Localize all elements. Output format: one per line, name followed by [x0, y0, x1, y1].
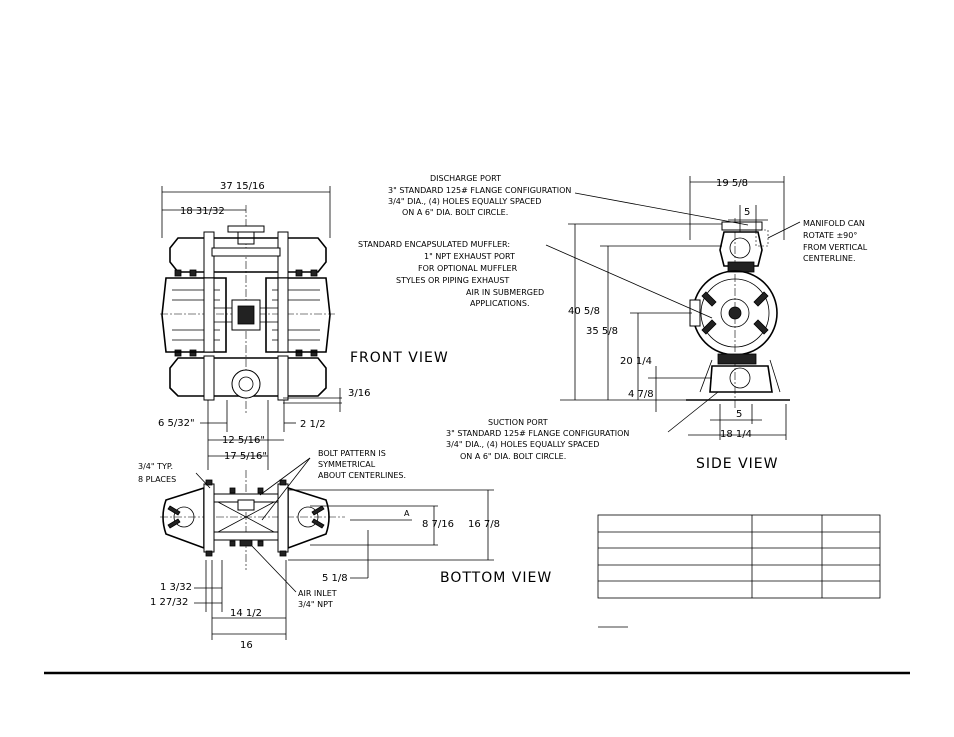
- bottom-view-pump: [160, 470, 345, 570]
- dim-16-7-8: 16 7/8: [468, 519, 500, 530]
- dim-side-bottom-5: 5: [736, 409, 742, 420]
- dimension-table: [597, 514, 881, 599]
- note-suction-line-4: ON A 6" DIA. BOLT CIRCLE.: [460, 452, 566, 461]
- note-discharge-line-1: DISCHARGE PORT: [430, 174, 501, 183]
- note-manifold-line-2: ROTATE ±90°: [803, 231, 857, 240]
- note-manifold-line-1: MANIFOLD CAN: [803, 219, 865, 228]
- dim-12-5-16: 12 5/16": [222, 435, 265, 446]
- dim-40-5-8: 40 5/8: [568, 306, 600, 317]
- front-view-dimensions: [161, 186, 342, 470]
- note-typ-line-2: 8 PLACES: [138, 475, 176, 484]
- note-discharge-line-3: 3/4" DIA., (4) HOLES EQUALLY SPACED: [388, 197, 541, 206]
- dim-8-7-16: 8 7/16: [422, 519, 454, 530]
- dim-6-5-32: 6 5/32": [158, 418, 195, 429]
- dim-overall-width: 37 15/16: [220, 181, 265, 192]
- dim-14-1-2: 14 1/2: [230, 608, 262, 619]
- dim-3-16: 3/16: [348, 388, 370, 399]
- note-leaders: [545, 192, 801, 433]
- front-view-pump: [160, 205, 335, 415]
- bottom-view-dimensions: [194, 457, 494, 640]
- dim-side-width: 19 5/8: [716, 178, 748, 189]
- note-suction-line-2: 3" STANDARD 125# FLANGE CONFIGURATION: [446, 429, 629, 438]
- note-muffler-line-6: APPLICATIONS.: [470, 299, 530, 308]
- dim-1-3-32: 1 3/32: [160, 582, 192, 593]
- note-air-inlet-line-1: AIR INLET: [298, 589, 337, 598]
- bottom-view-title: BOTTOM VIEW: [440, 570, 552, 586]
- note-muffler-line-1: STANDARD ENCAPSULATED MUFFLER:: [358, 240, 510, 249]
- note-discharge-line-4: ON A 6" DIA. BOLT CIRCLE.: [402, 208, 508, 217]
- note-manifold-line-4: CENTERLINE.: [803, 254, 856, 263]
- dim-1-27-32: 1 27/32: [150, 597, 188, 608]
- note-muffler-line-3: FOR OPTIONAL MUFFLER: [418, 264, 518, 273]
- front-view-title: FRONT VIEW: [350, 350, 449, 366]
- dim-16: 16: [240, 640, 253, 651]
- side-view-pump: [686, 218, 790, 410]
- dim-side-top-5: 5: [744, 207, 750, 218]
- dim-17-5-16: 17 5/16": [224, 451, 267, 462]
- dim-35-5-8: 35 5/8: [586, 326, 618, 337]
- note-bolt-pattern-line-1: BOLT PATTERN IS: [318, 449, 386, 458]
- note-typ-line-1: 3/4" TYP.: [138, 462, 173, 471]
- note-discharge-line-2: 3" STANDARD 125# FLANGE CONFIGURATION: [388, 186, 571, 195]
- note-manifold-line-3: FROM VERTICAL: [803, 243, 868, 252]
- note-air-inlet-line-2: 3/4" NPT: [298, 600, 333, 609]
- note-muffler-line-5: AIR IN SUBMERGED: [466, 288, 544, 297]
- note-bolt-pattern-line-2: SYMMETRICAL: [318, 460, 376, 469]
- note-bolt-pattern-line-3: ABOUT CENTERLINES.: [318, 471, 406, 480]
- dim-5-1-8: 5 1/8: [322, 573, 348, 584]
- side-view-title: SIDE VIEW: [696, 456, 779, 472]
- dim-base-18-1-4: 18 1/4: [720, 429, 752, 440]
- side-view-dimensions: [560, 176, 787, 440]
- note-suction-line-1: SUCTION PORT: [488, 418, 548, 427]
- note-suction-line-3: 3/4" DIA., (4) HOLES EQUALLY SPACED: [446, 440, 599, 449]
- dim-20-1-4: 20 1/4: [620, 356, 652, 367]
- dim-4-7-8: 4 7/8: [628, 389, 654, 400]
- note-muffler-line-2: 1" NPT EXHAUST PORT: [424, 252, 515, 261]
- dim-a: A: [404, 509, 410, 518]
- note-muffler-line-4: STYLES OR PIPING EXHAUST: [396, 276, 509, 285]
- dim-2-1-2: 2 1/2: [300, 419, 326, 430]
- dim-half-width: 18 31/32: [180, 206, 225, 217]
